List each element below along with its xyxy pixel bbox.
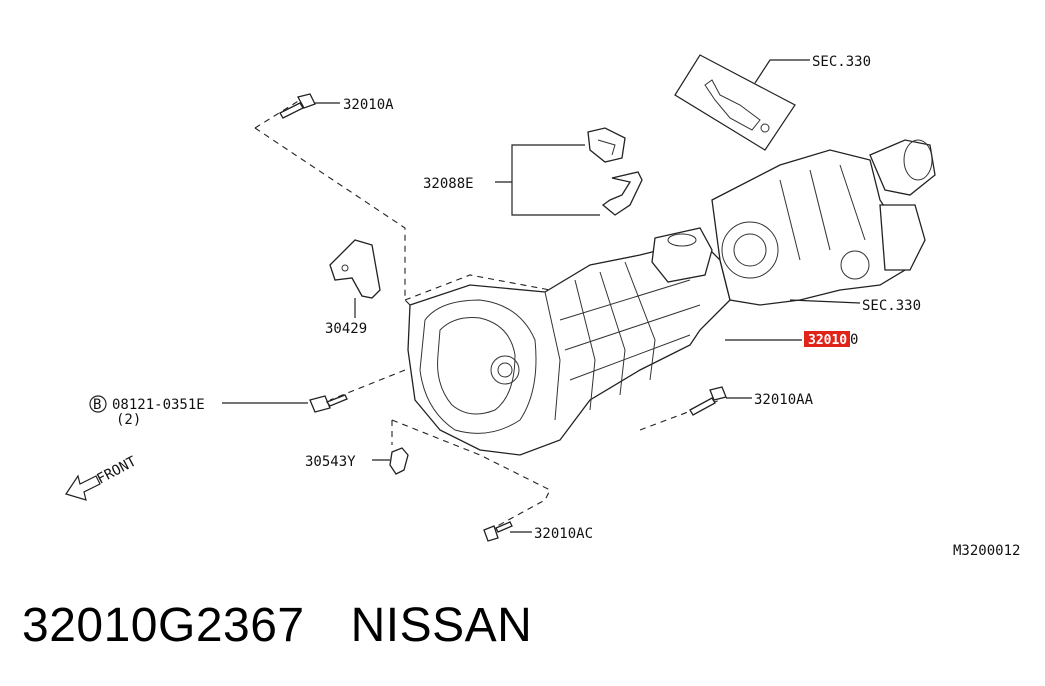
sec330-sensor-callout: SEC.330 xyxy=(674,54,871,151)
diagram-ref-code: M3200012 xyxy=(953,543,1020,559)
bracket-32088e: 32088E xyxy=(423,127,643,216)
label-08121[interactable]: 08121-0351E xyxy=(112,397,205,413)
front-arrow: FRONT xyxy=(65,453,140,501)
brand-name: NISSAN xyxy=(350,599,533,652)
front-arrow-icon xyxy=(65,474,101,501)
circle-b-icon xyxy=(89,395,107,413)
highlighted-part-callout: 32010 0 xyxy=(725,331,858,348)
label-32088e[interactable]: 32088E xyxy=(423,176,474,192)
label-32010a[interactable]: 32010A xyxy=(343,97,394,113)
label-32010ac[interactable]: 32010AC xyxy=(534,526,593,542)
highlight-box xyxy=(804,331,850,347)
part-footer: 32010G2367 NISSAN xyxy=(22,598,532,653)
label-front: FRONT xyxy=(94,453,139,487)
label-30429[interactable]: 30429 xyxy=(325,321,367,337)
part-number: 32010G2367 xyxy=(22,599,305,652)
bracket-30429: 30429 xyxy=(325,239,381,337)
bolt-32010aa: 32010AA xyxy=(689,386,814,416)
label-highlight-part[interactable]: 32010 xyxy=(808,333,847,348)
sec330-right-callout: SEC.330 xyxy=(789,298,921,314)
svg-text:0: 0 xyxy=(850,332,858,348)
label-sec330-top[interactable]: SEC.330 xyxy=(812,54,871,70)
label-08121-qty: (2) xyxy=(116,412,141,428)
label-circle-b: B xyxy=(93,397,101,413)
bolt-32010ac: 32010AC xyxy=(483,521,593,542)
label-30543y[interactable]: 30543Y xyxy=(305,454,356,470)
parts-diagram: SEC.330 32010A 32088E 30429 SEC.330 3201… xyxy=(65,54,1020,559)
label-sec330-right[interactable]: SEC.330 xyxy=(862,298,921,314)
bolt-32010a: 32010A xyxy=(279,93,394,119)
label-32010aa[interactable]: 32010AA xyxy=(754,392,814,408)
bolt-08121: B 08121-0351E (2) xyxy=(89,394,348,428)
transmission-assembly xyxy=(407,139,936,456)
clip-30543y: 30543Y xyxy=(305,447,409,475)
